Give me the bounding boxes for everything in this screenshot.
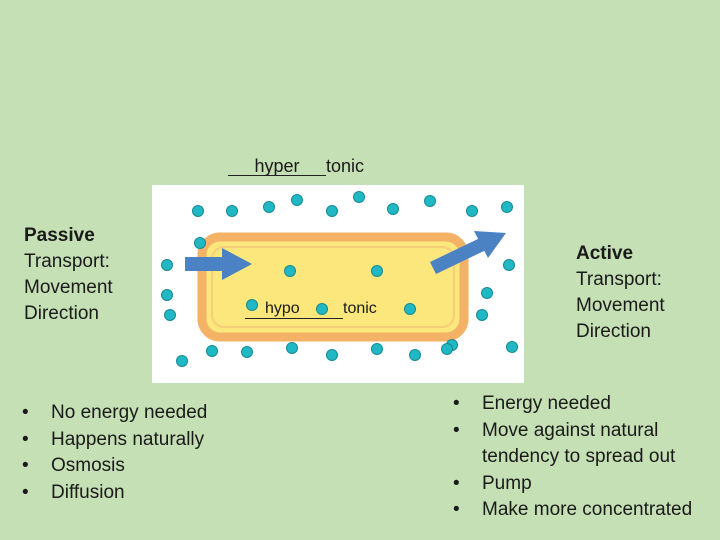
- inside-molecule: [316, 303, 328, 315]
- inside-molecule: [371, 265, 383, 277]
- passive-heading: Passive Transport: Movement Direction: [24, 223, 113, 327]
- cell-inner-edge: [211, 246, 455, 328]
- passive-bullet: Diffusion: [18, 480, 268, 507]
- outside-molecule: [466, 205, 478, 217]
- outside-molecule: [387, 203, 399, 215]
- outer-suffix: tonic: [326, 156, 365, 176]
- cell-diagram: [152, 185, 524, 383]
- outside-molecule: [326, 205, 338, 217]
- active-bullet: Energy needed: [449, 391, 717, 418]
- outside-molecule: [161, 289, 173, 301]
- passive-bullet-list: No energy needed Happens naturally Osmos…: [18, 400, 268, 506]
- outside-molecule: [441, 343, 453, 355]
- active-arrow: [430, 231, 506, 274]
- passive-line-1: Transport:: [24, 251, 110, 272]
- cell-membrane: [197, 232, 469, 342]
- active-title: Active: [576, 243, 634, 264]
- active-bullet: Pump: [449, 471, 717, 498]
- active-heading: Active Transport: Movement Direction: [576, 241, 665, 345]
- outside-molecule: [206, 345, 218, 357]
- outside-molecule: [481, 287, 493, 299]
- inside-molecules: [246, 265, 416, 315]
- outside-molecule: [194, 237, 206, 249]
- outside-molecule: [263, 201, 275, 213]
- outer-blank: hyper: [228, 157, 326, 176]
- outside-molecule: [506, 341, 518, 353]
- active-line-3: Direction: [576, 321, 651, 342]
- passive-line-3: Direction: [24, 303, 99, 324]
- outside-molecule: [176, 355, 188, 367]
- inner-suffix: tonic: [343, 300, 377, 317]
- inside-molecule: [404, 303, 416, 315]
- inner-blank: hypo: [245, 300, 343, 319]
- outside-molecule: [353, 191, 365, 203]
- outside-molecule: [424, 195, 436, 207]
- active-line-2: Movement: [576, 295, 665, 316]
- outside-molecule: [291, 194, 303, 206]
- outside-molecule: [286, 342, 298, 354]
- active-line-1: Transport:: [576, 269, 662, 290]
- outside-molecule: [164, 309, 176, 321]
- inside-molecule: [246, 299, 258, 311]
- active-bullet-list: Energy needed Move against natural tende…: [449, 391, 717, 524]
- outside-molecule: [371, 343, 383, 355]
- passive-bullet: No energy needed: [18, 400, 268, 427]
- passive-title: Passive: [24, 225, 95, 246]
- outside-molecule: [503, 259, 515, 271]
- passive-line-2: Movement: [24, 277, 113, 298]
- active-bullet: Move against natural tendency to spread …: [449, 418, 717, 471]
- outside-molecule: [326, 349, 338, 361]
- outside-molecules: [161, 191, 518, 367]
- passive-arrow: [185, 248, 252, 280]
- outside-molecule: [501, 201, 513, 213]
- outside-molecule: [192, 205, 204, 217]
- outside-molecule: [161, 259, 173, 271]
- outside-molecule: [226, 205, 238, 217]
- active-bullet: Make more concentrated: [449, 497, 717, 524]
- outside-molecule: [476, 309, 488, 321]
- outside-molecule: [409, 349, 421, 361]
- passive-bullet: Osmosis: [18, 453, 268, 480]
- passive-bullet: Happens naturally: [18, 427, 268, 454]
- outside-molecule: [241, 346, 253, 358]
- inside-molecule: [284, 265, 296, 277]
